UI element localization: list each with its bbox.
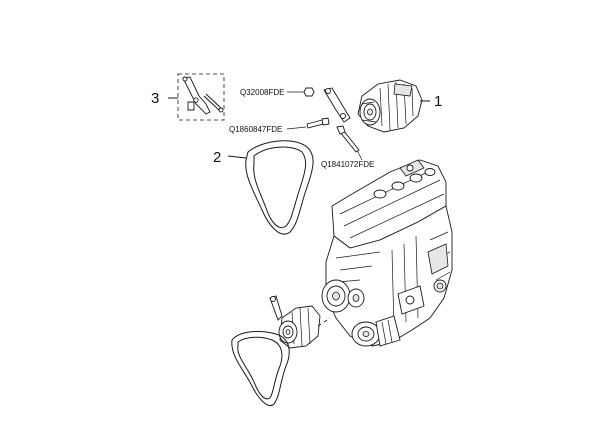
lower-alternator (269, 295, 321, 349)
part-number-q32008fde: Q32008FDE (240, 88, 284, 97)
bracket-group (177, 73, 225, 121)
lower-drive-belt-inner (237, 336, 283, 400)
upper-drive-belt-outer (245, 140, 314, 235)
callout-3-label: 3 (151, 90, 159, 107)
callout-2-label: 2 (213, 149, 221, 166)
adjusting-bracket (182, 76, 211, 115)
callout-1-label: 1 (434, 93, 442, 110)
lower-drive-belt-outer (231, 331, 290, 406)
bracket-nut (187, 101, 195, 111)
callout-2-leader (227, 155, 247, 159)
upper-drive-belt-inner (253, 146, 307, 228)
engine-assembly (321, 159, 453, 347)
bracket-dashed-box (177, 73, 225, 121)
part-number-q1841072fde: Q1841072FDE (321, 160, 374, 169)
upper-alternator (323, 79, 423, 133)
bolt-part-short (306, 119, 324, 129)
nut-part (303, 87, 315, 97)
part-number-q1860847fde: Q1860847FDE (229, 125, 282, 134)
